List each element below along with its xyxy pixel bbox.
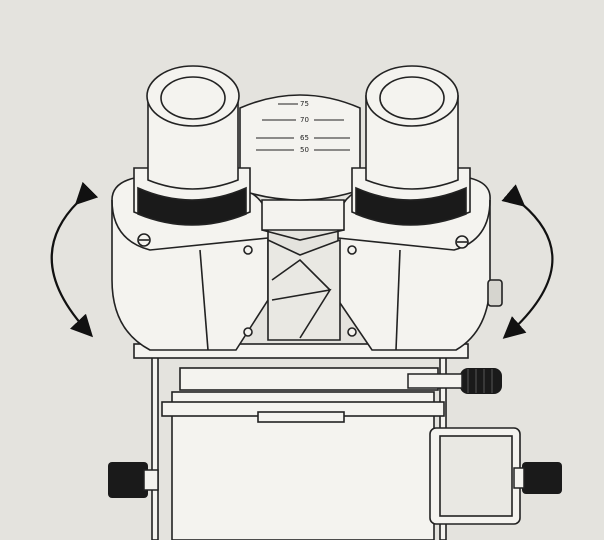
side-knob-right	[513, 462, 562, 494]
scale-mark-75: 75	[300, 100, 309, 108]
curved-double-arrow-icon	[501, 184, 554, 339]
left-eyepiece	[133, 65, 251, 226]
scale-mark-50: 50	[300, 146, 309, 154]
focus-knob-right	[407, 368, 502, 394]
side-knob-left	[108, 462, 159, 498]
right-eyepiece	[351, 65, 471, 226]
scale-mark-65: 65	[300, 134, 309, 142]
center-prism-bridge	[261, 199, 345, 341]
ipd-scale-plate: 75 70 65 50	[239, 94, 361, 201]
curved-double-arrow-icon	[50, 181, 99, 338]
scale-mark-70: 70	[300, 116, 309, 124]
microscope-body	[151, 349, 521, 540]
